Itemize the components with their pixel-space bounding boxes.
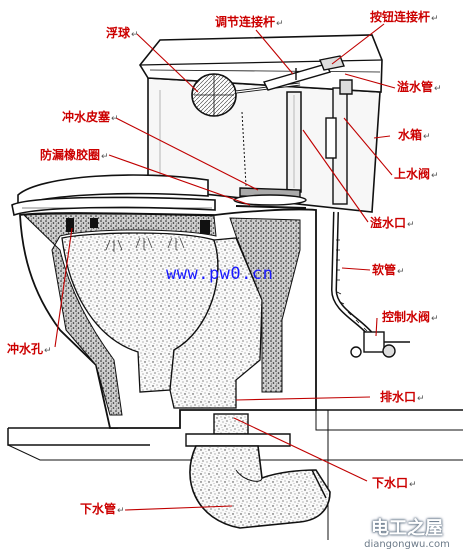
label-flush-flapper: 冲水皮塞↵: [62, 110, 119, 124]
label-control-valve: 控制水阀↵: [382, 310, 439, 324]
seat-and-lid: [11, 174, 216, 217]
control-valve: [350, 331, 410, 358]
label-button-lever: 按钮连接杆↵: [370, 10, 439, 24]
flapper-chain: [241, 111, 247, 187]
label-drain-pipe: 下水管↵: [80, 502, 125, 516]
label-adjust-lever: 调节连接杆↵: [215, 15, 284, 29]
label-hose: 软管↵: [372, 263, 405, 277]
label-overflow-port: 溢水口↵: [370, 216, 415, 230]
return-mark: ↵: [417, 394, 425, 404]
inlet-valve: [325, 79, 353, 205]
return-mark: ↵: [431, 314, 439, 324]
return-mark: ↵: [117, 506, 125, 516]
return-mark: ↵: [131, 30, 139, 40]
logo-url: diangongwu.com: [364, 539, 450, 550]
label-inlet-valve: 上水阀↵: [394, 167, 439, 181]
label-float-ball: 浮球↵: [106, 26, 139, 40]
return-mark: ↵: [434, 84, 442, 94]
return-mark: ↵: [397, 267, 405, 277]
bowl: [19, 208, 317, 429]
label-flush-hole: 冲水孔↵: [7, 342, 52, 356]
label-tank: 水箱↵: [398, 128, 431, 142]
return-mark: ↵: [407, 220, 415, 230]
floor-and-wall: [7, 409, 463, 540]
label-lower-outlet: 下水口↵: [372, 476, 417, 490]
label-drain-outlet: 排水口↵: [380, 390, 425, 404]
hose: [330, 211, 375, 338]
drain-pipe: [185, 413, 331, 529]
return-mark: ↵: [111, 114, 119, 124]
return-mark: ↵: [431, 171, 439, 181]
return-mark: ↵: [409, 480, 417, 490]
return-mark: ↵: [101, 152, 109, 162]
label-leak-gasket: 防漏橡胶圈↵: [40, 148, 109, 162]
return-mark: ↵: [431, 14, 439, 24]
watermark-text: www.pw0.cn: [166, 264, 274, 284]
leader-lines: [54, 23, 396, 511]
overflow-pipe: [286, 91, 302, 193]
flush-flapper: [233, 187, 307, 209]
return-mark: ↵: [44, 346, 52, 356]
return-mark: ↵: [276, 19, 284, 29]
site-logo: 电工之屋 diangongwu.com: [355, 519, 459, 555]
logo-title: 电工之屋: [371, 518, 443, 539]
label-overflow-pipe: 溢水管↵: [397, 80, 442, 94]
return-mark: ↵: [423, 132, 431, 142]
